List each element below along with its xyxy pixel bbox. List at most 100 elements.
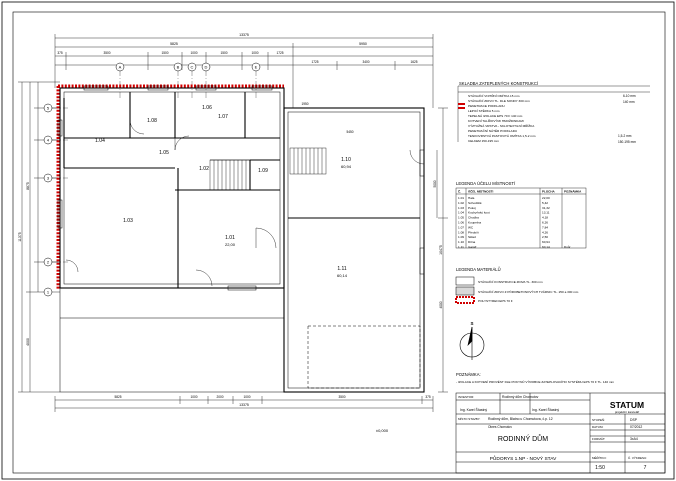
dim-top-chain: 1500 (161, 51, 168, 55)
axis-marker-left (43, 173, 53, 183)
rooms-table-cell: Dvůr (564, 245, 571, 249)
drawing-title: RODINNÝ DŮM (498, 434, 548, 443)
axis-marker-top (251, 62, 261, 72)
dim-right-chain: 4000 (439, 301, 443, 308)
rooms-table-cell: Kuchyňský kout (468, 211, 490, 215)
rooms-table-cell: Schodiště (468, 201, 482, 205)
rooms-table-header: ÚČEL MÍSTNOSTI (468, 189, 493, 194)
axis-marker-left (43, 257, 53, 267)
bottom-dimensions (54, 396, 434, 412)
dim-top-right-chain: 1725 (311, 60, 318, 64)
composition-line: STÁVAJÍCÍ VNITŘNÍ OMÍTKA 15 mm (468, 93, 520, 98)
composition-value: 150-195 mm (618, 140, 636, 144)
dim-room-width: 5450 (346, 130, 353, 134)
rooms-table-cell: 1.02 (458, 201, 464, 205)
title-label-site: MÍSTO STAVBY: (458, 417, 481, 421)
axis-marker-top (115, 62, 125, 72)
title-site: Rodinný dům, Blatno u Chomutova, č.p. 12 (488, 417, 553, 421)
dim-bottom-chain: 375 (425, 395, 431, 399)
rooms-table-cell: 6,26 (542, 221, 548, 225)
materials-item: STÁVAJÍCÍ KONSTRUKCE ZDIVA TL. 300 mm (478, 280, 543, 284)
room-number: 1.02 (199, 166, 209, 172)
notes-title: POZNÁMKA: (456, 372, 481, 377)
dim-bottom-chain: 5825 (114, 395, 121, 399)
rooms-table-cell: 60,14 (542, 245, 550, 249)
dim-bottom-total: 13375 (239, 403, 249, 407)
rooms-table-cell: WC (468, 225, 474, 229)
dim-top-left-overall: 5825 (170, 42, 178, 46)
dim-top-chain: 1000 (251, 51, 258, 55)
composition-line: TEPELNÁ IZOLACE EPS 70 F 140 mm (468, 114, 523, 118)
room-number: 1.04 (95, 138, 105, 144)
rooms-table-cell: Chodba (468, 216, 479, 220)
composition-value: 6-10 mm (623, 94, 636, 98)
rooms-table-cell: 31,32 (542, 206, 550, 210)
room-area: 22,00 (225, 242, 236, 247)
rooms-table-cell: 1.10 (458, 240, 464, 244)
title-drawing-no: 7 (644, 465, 647, 471)
title-label-stage: STUPEŇ: (592, 417, 605, 422)
dim-right-chain: 5000 (433, 180, 437, 187)
axis-marker-left (43, 135, 53, 145)
rooms-table-cell: Předsíň (468, 230, 479, 234)
composition-line: CELKEM 150-195 mm (468, 139, 499, 143)
axis-label-top: D (205, 65, 208, 70)
title-name: Ing. Karel Šťastný (532, 407, 559, 412)
rooms-table-cell: 13,11 (542, 211, 550, 215)
door-swings (65, 119, 425, 287)
title-name: Ing. Karel Šťastný (460, 407, 487, 412)
rooms-table-cell: Pokoj (468, 206, 476, 210)
rooms-table-cell: Hala (468, 196, 475, 200)
rooms-table-cell: 1.07 (458, 225, 464, 229)
north-label: S (470, 321, 473, 326)
company-logo: STATUM (610, 400, 644, 410)
materials-legend (455, 276, 475, 304)
composition-line: STÁVAJÍCÍ ZDIVO TL. DLE SONDY 300 mm (468, 99, 530, 103)
dim-bottom-chain: 3500 (338, 395, 345, 399)
terrace-outline (59, 287, 285, 393)
floor-plan (18, 34, 448, 412)
composition-value: 1,5-2 mm (618, 134, 632, 138)
rooms-table-cell: 5,42 (542, 201, 548, 205)
dim-left-lower: 4000 (26, 338, 30, 346)
composition-title: SKLADBA ZATEPLENÝCH KONSTRUKCÍ (459, 81, 539, 86)
dim-top-chain: 3500 (103, 51, 110, 55)
rooms-table-cell: 1.11 (458, 245, 464, 249)
title-scale: 1:50 (595, 465, 605, 471)
right-panel (455, 85, 666, 474)
composition-line: TENKOVRSTVÁ PASTOVITÁ OMÍTKA 1,5-2 mm (468, 134, 536, 138)
rooms-table-header: POZNÁMKA (564, 189, 582, 194)
rooms-table-cell: 1.09 (458, 235, 464, 239)
rooms-table-cell: 1.03 (458, 206, 464, 210)
rooms-table-cell: 4,26 (542, 230, 548, 234)
axis-marker-left (43, 103, 53, 113)
dim-right-total: 10475 (439, 245, 443, 255)
dim-top-chain: 1000 (190, 51, 197, 55)
rooms-table-cell: 2,50 (542, 235, 548, 239)
title-label-format: FORMÁT: (592, 437, 605, 441)
rooms-table-cell: 22,00 (542, 196, 550, 200)
company-sub: projekční kancelář (615, 410, 640, 414)
room-number: 1.06 (202, 105, 212, 111)
rooms-table-cell: 1.05 (458, 216, 464, 220)
rooms-table-cell: Garáž (468, 245, 477, 249)
dim-top-right-extra: 1950 (301, 102, 308, 106)
room-area: 60,14 (337, 273, 348, 278)
title-site2: Okres Chomutov (488, 425, 512, 429)
rooms-table-cell: 1.04 (458, 211, 464, 215)
level-mark: ±0,000 (376, 428, 389, 433)
axis-label-left: 4 (47, 138, 50, 143)
dim-left-total: 11375 (18, 232, 22, 242)
axis-marker-left (43, 287, 53, 297)
dim-left-overall: 8875 (26, 182, 30, 190)
axis-label-left: 3 (47, 176, 50, 181)
title-date: 07/2012 (630, 425, 642, 429)
windows (57, 85, 425, 291)
axis-lines (52, 70, 257, 263)
title-block (455, 392, 666, 474)
rooms-table-cell: 1.08 (458, 230, 464, 234)
stairs (209, 147, 327, 191)
rooms-table-cell: 60,94 (542, 240, 550, 244)
axis-marker-top (187, 62, 197, 72)
